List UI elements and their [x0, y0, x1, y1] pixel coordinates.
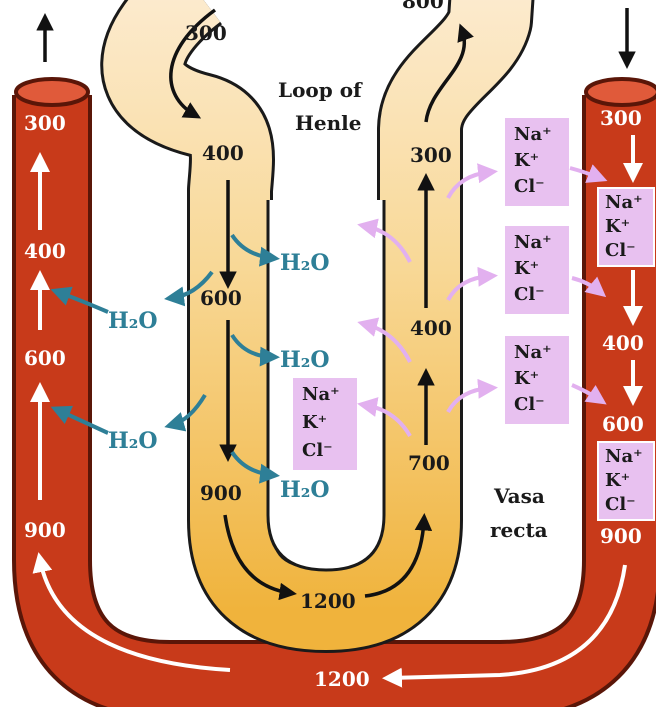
- vasa-left-400: 400: [24, 239, 66, 263]
- vasa-bottom-1200: 1200: [314, 667, 370, 691]
- chloride-label: Cl⁻: [514, 176, 545, 197]
- vasa-right-400: 400: [602, 331, 644, 355]
- loop-value-600-descending: 600: [200, 286, 242, 310]
- potassium-label: K⁺: [605, 216, 630, 237]
- chloride-label: Cl⁻: [514, 394, 545, 415]
- loop-value-300-ascending: 300: [410, 143, 452, 167]
- vasa-recta-label-line1: Vasa: [493, 484, 545, 508]
- water-label: H₂O: [280, 347, 330, 373]
- ion-box-ascending-3: Na⁺ K⁺ Cl⁻: [505, 336, 569, 424]
- sodium-label: Na⁺: [514, 342, 552, 363]
- loop-value-400-ascending: 400: [410, 316, 452, 340]
- loop-value-900-descending: 900: [200, 481, 242, 505]
- vasa-recta-label-line2: recta: [490, 518, 548, 542]
- vasa-right-900: 900: [600, 524, 642, 548]
- chloride-label: Cl⁻: [514, 284, 545, 305]
- water-label: H₂O: [108, 308, 158, 334]
- chloride-label: Cl⁻: [605, 494, 636, 515]
- chloride-label: Cl⁻: [302, 440, 333, 461]
- loop-value-700-ascending: 700: [408, 451, 450, 475]
- ion-box-ascending-2: Na⁺ K⁺ Cl⁻: [505, 226, 569, 314]
- potassium-label: K⁺: [302, 412, 327, 433]
- sodium-label: Na⁺: [605, 446, 643, 467]
- potassium-label: K⁺: [514, 258, 539, 279]
- vasa-left-300: 300: [24, 111, 66, 135]
- potassium-label: K⁺: [514, 368, 539, 389]
- water-label: H₂O: [280, 250, 330, 276]
- loop-of-henle-label-line1: Loop of: [278, 78, 363, 102]
- water-label: H₂O: [280, 477, 330, 503]
- loop-value-top-left: 300: [185, 21, 227, 45]
- vessel-right-opening: [586, 79, 656, 105]
- sodium-label: Na⁺: [514, 232, 552, 253]
- loop-value-1200-bottom: 1200: [300, 589, 356, 613]
- water-label: H₂O: [108, 428, 158, 454]
- vasa-right-300: 300: [600, 106, 642, 130]
- chloride-label: Cl⁻: [605, 240, 636, 261]
- vessel-left-opening: [16, 79, 88, 105]
- potassium-label: K⁺: [514, 150, 539, 171]
- ion-box-interstitial: Na⁺ K⁺ Cl⁻: [293, 378, 357, 470]
- loop-value-top-right: 800: [402, 0, 444, 13]
- ion-box-vasa-right-2: Na⁺ K⁺ Cl⁻: [598, 442, 654, 520]
- sodium-label: Na⁺: [605, 192, 643, 213]
- vasa-left-600: 600: [24, 346, 66, 370]
- potassium-label: K⁺: [605, 470, 630, 491]
- sodium-label: Na⁺: [302, 384, 340, 405]
- loop-value-400-descending: 400: [202, 141, 244, 165]
- vasa-right-600: 600: [602, 412, 644, 436]
- ion-box-ascending-1: Na⁺ K⁺ Cl⁻: [505, 118, 569, 206]
- vasa-left-900: 900: [24, 518, 66, 542]
- ion-box-vasa-right-1: Na⁺ K⁺ Cl⁻: [598, 188, 654, 266]
- sodium-label: Na⁺: [514, 124, 552, 145]
- loop-of-henle-label-line2: Henle: [295, 111, 361, 135]
